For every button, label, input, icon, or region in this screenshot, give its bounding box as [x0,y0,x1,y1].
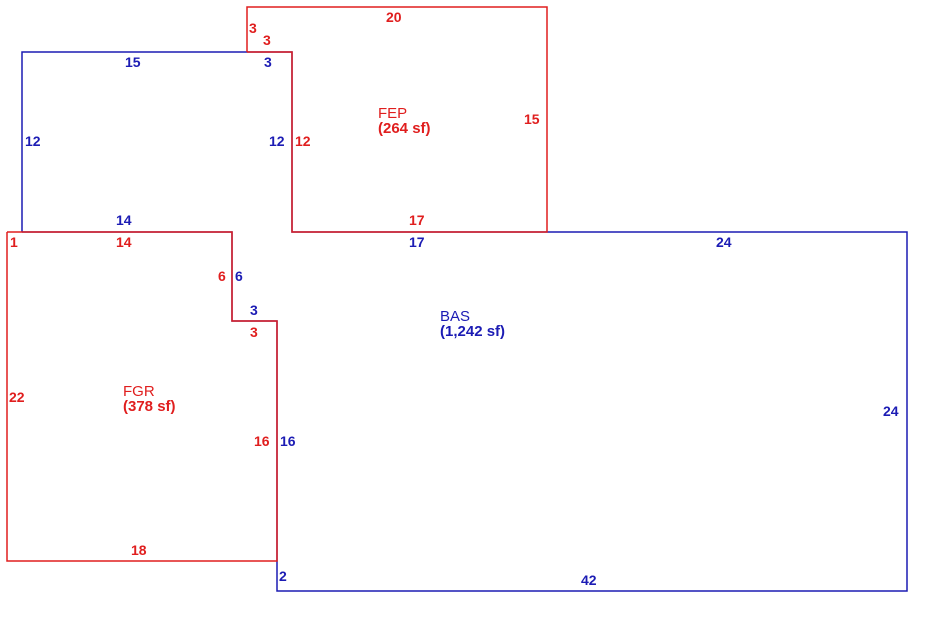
bas-wing-bottom-dimension: 14 [116,212,132,228]
fep-left-upper-dimension: 3 [249,20,257,36]
bas-notch-top-dimension: 3 [264,54,272,70]
fgr-area-size: (378 sf) [123,398,176,415]
fgr-left-dimension: 22 [9,389,25,405]
bas-step-top-dimension: 3 [250,302,258,318]
fep-notch-dimension: 3 [263,32,271,48]
bas-area-code: BAS [440,308,471,325]
bas-right-of-wing-dimension: 12 [269,133,285,149]
bas-right-dimension: 24 [883,403,899,419]
fgr-right-dimension: 16 [254,433,270,449]
fgr-corner-dimension: 1 [10,234,18,250]
fep-area-code: FEP [378,105,408,122]
fep-bottom-dimension: 17 [409,212,425,228]
bas-top-middle-dimension: 17 [409,234,425,250]
fep-right-dimension: 15 [524,111,540,127]
fgr-outline [6,231,278,562]
bas-top-right-dimension: 24 [716,234,732,250]
bas-bottom-left-dimension: 2 [279,568,287,584]
bas-area-size: (1,242 sf) [440,323,506,340]
fep-left-dimension: 12 [295,133,311,149]
fep-top-dimension: 20 [386,9,402,25]
fep-area-size: (264 sf) [378,120,431,137]
fgr-area-code: FGR [123,383,155,400]
bas-bottom-dimension: 42 [581,572,597,588]
bas-step-side-dimension: 6 [235,268,243,284]
fgr-top-dimension: 14 [116,234,132,250]
fep-outline [246,6,548,233]
fgr-step-top-dimension: 3 [250,324,258,340]
bas-lower-left-dimension: 16 [280,433,296,449]
fgr-bottom-dimension: 18 [131,542,147,558]
bas-top-left-wing-dimension: 15 [125,54,141,70]
fgr-step-side-dimension: 6 [218,268,226,284]
bas-left-wing-side-dimension: 12 [25,133,41,149]
